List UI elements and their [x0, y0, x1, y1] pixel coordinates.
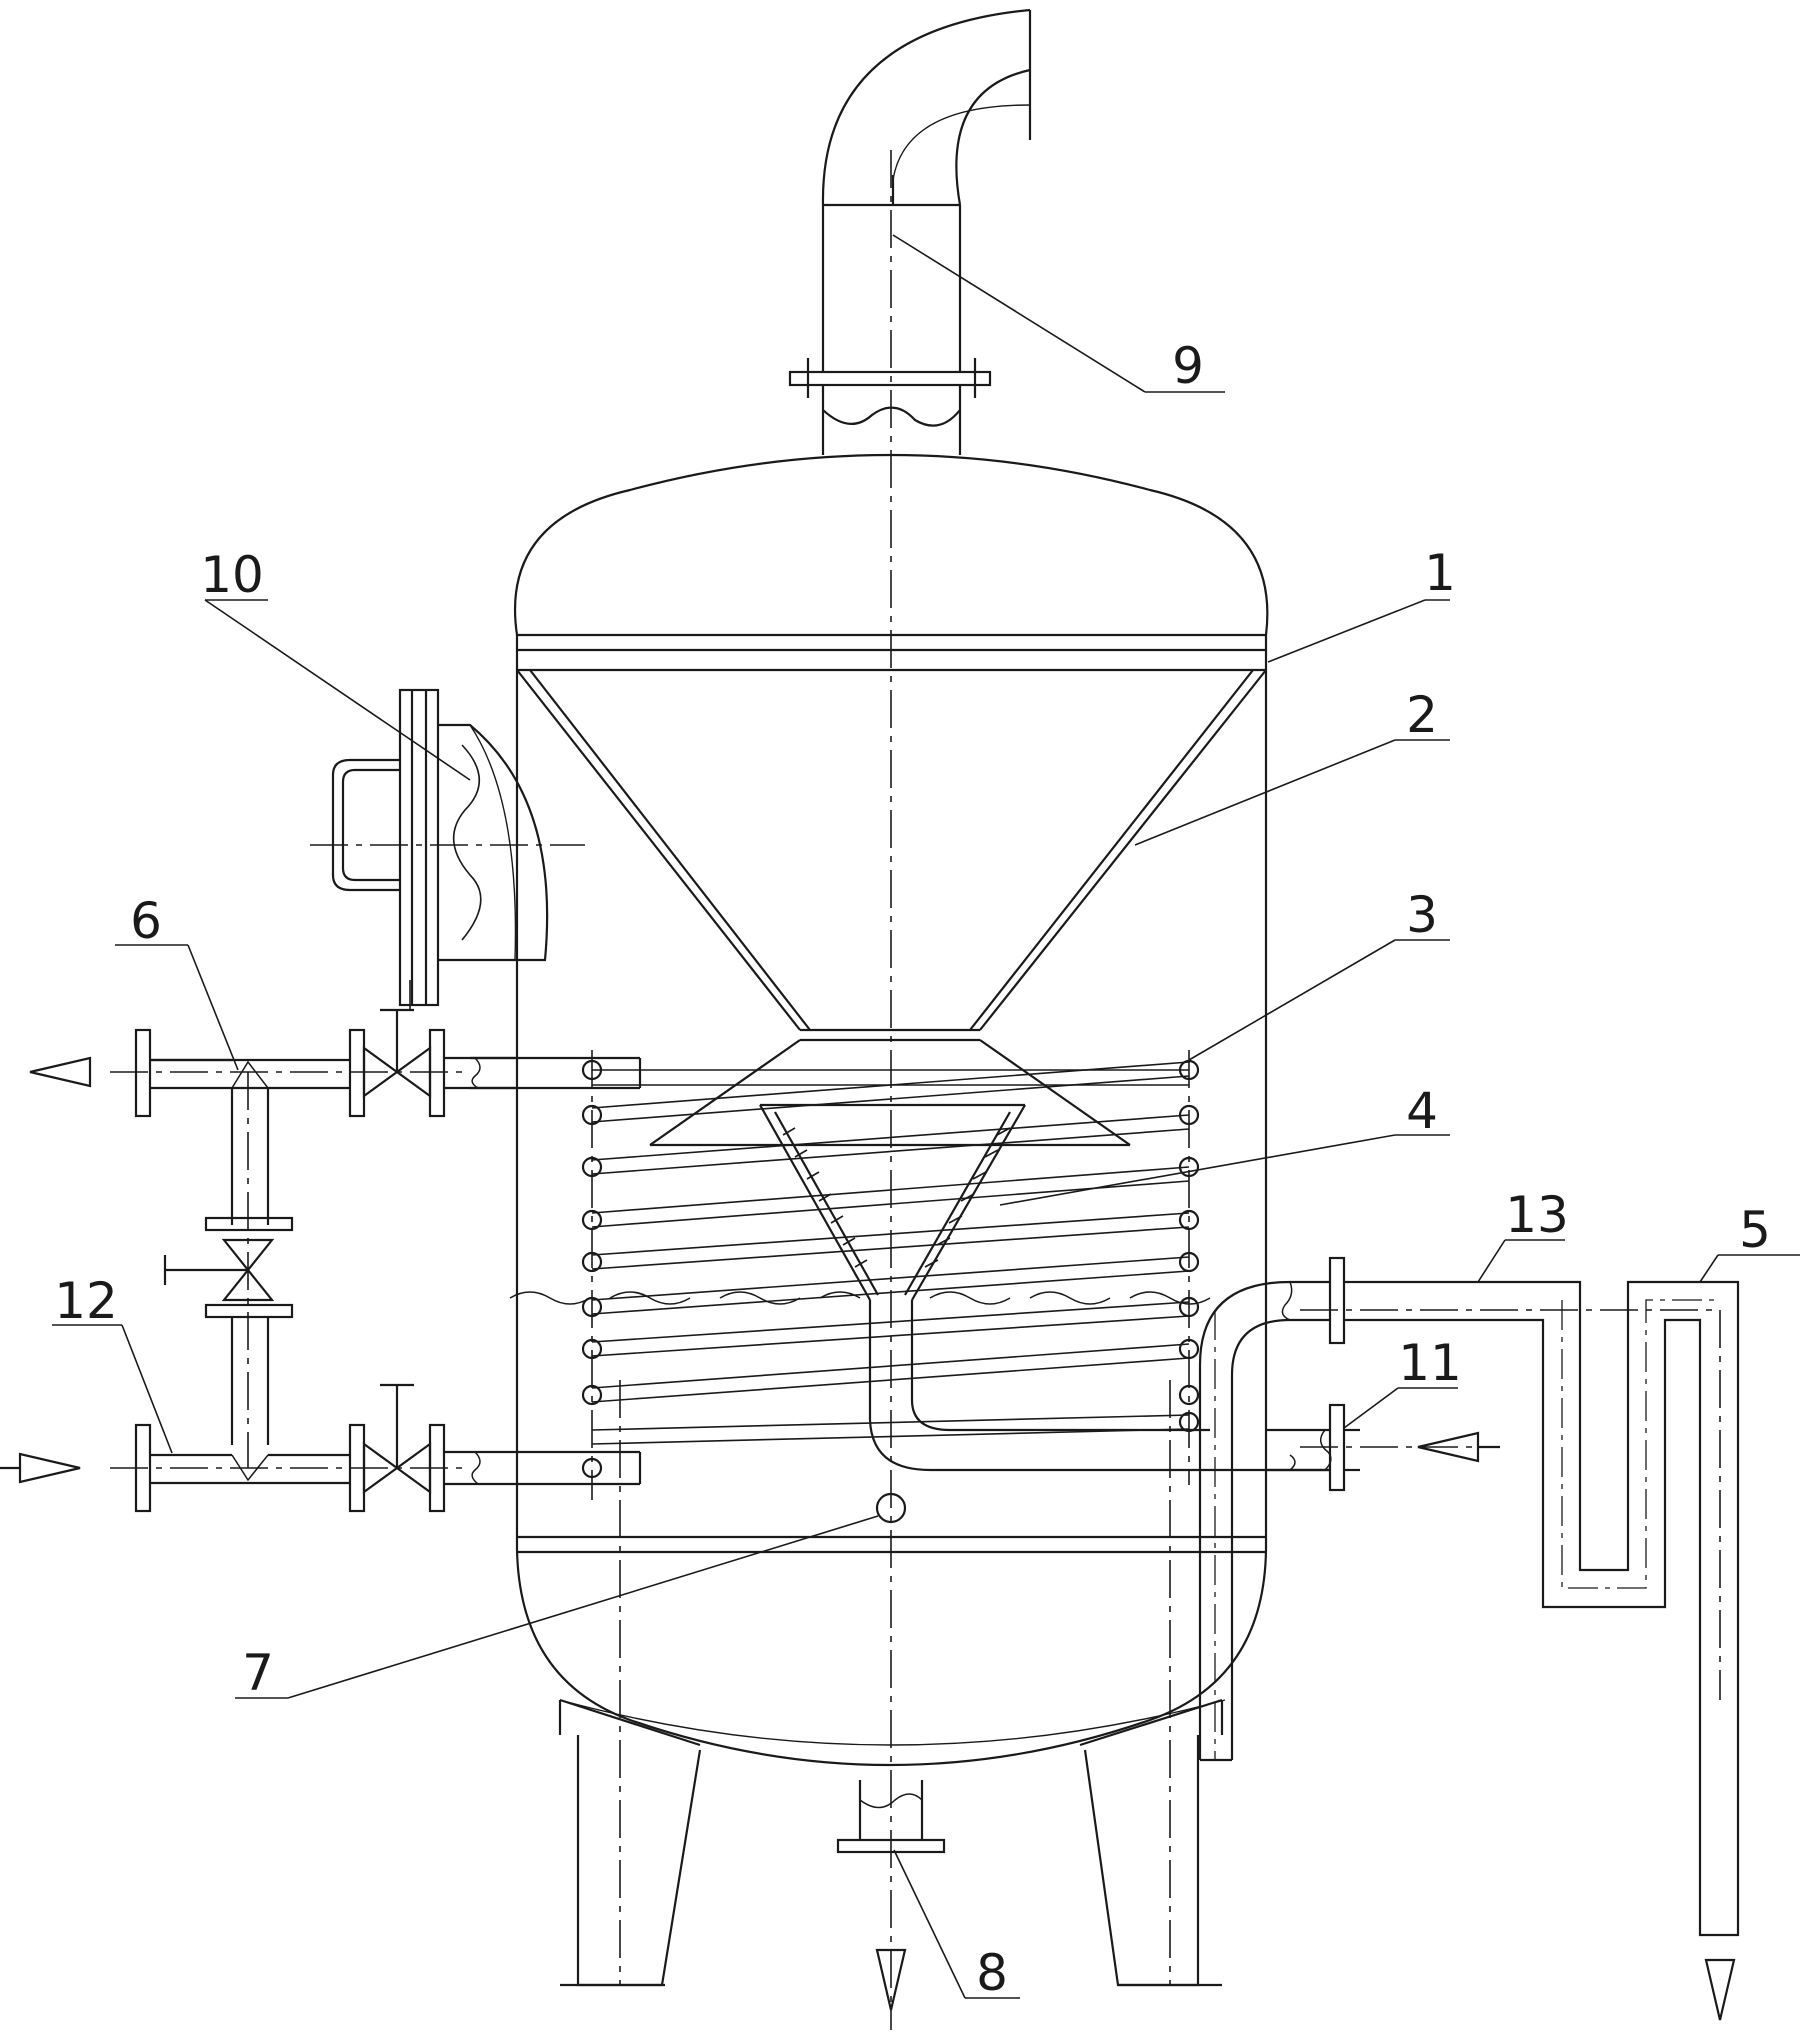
leader-lines [52, 234, 1800, 1999]
outlet-flanges [1266, 1256, 1360, 1492]
centerlines [110, 150, 1721, 2030]
label-6: 6 [130, 892, 162, 950]
left-piping [134, 1008, 642, 1513]
label-8: 8 [976, 1944, 1008, 2002]
label-3: 3 [1406, 886, 1438, 944]
label-13: 13 [1505, 1186, 1569, 1244]
label-9: 9 [1172, 337, 1204, 395]
bottom-drain [836, 1780, 946, 1854]
inspection-port [875, 1492, 907, 1524]
heating-coil [581, 1059, 1200, 1479]
vessel-shell [513, 453, 1269, 1767]
support-legs [558, 1698, 1224, 1987]
vent-gooseneck [788, 8, 1032, 455]
overflow-pipe [1198, 1280, 1330, 1762]
label-10: 10 [200, 546, 264, 604]
u-trap-outlet [1360, 1280, 1740, 1937]
part-labels: 9 1 2 3 4 5 13 11 10 6 12 7 8 [54, 337, 1771, 2002]
label-1: 1 [1424, 544, 1456, 602]
label-12: 12 [54, 1272, 118, 1330]
flow-arrows [0, 1056, 1736, 2021]
liquid-level [509, 1291, 1211, 1305]
upper-cone [516, 668, 1267, 1147]
inner-funnel [759, 1103, 1330, 1472]
label-11: 11 [1398, 1334, 1462, 1392]
label-7: 7 [242, 1644, 274, 1702]
label-5: 5 [1739, 1201, 1771, 1259]
manhole [331, 688, 549, 1007]
label-2: 2 [1406, 686, 1438, 744]
label-4: 4 [1406, 1082, 1438, 1140]
